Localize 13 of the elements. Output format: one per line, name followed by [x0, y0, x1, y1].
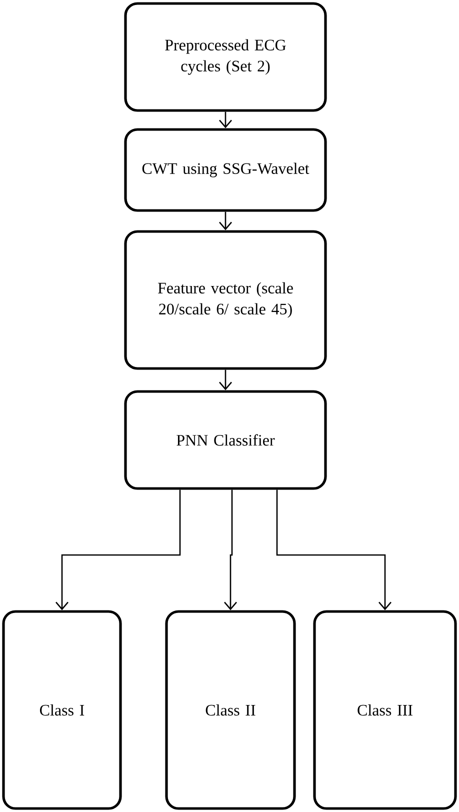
process-box: Class I [2, 610, 122, 810]
arrow [276, 490, 392, 610]
arrow [56, 490, 181, 610]
process-box: Feature vector (scale 20/scale 6/ scale 45) [124, 230, 327, 370]
process-box: PNN Classifier [124, 390, 327, 490]
arrow [219, 112, 232, 128]
arrow [219, 370, 232, 390]
process-box: Class II [165, 610, 296, 810]
process-box: CWT using SSG-Wavelet [124, 128, 327, 212]
process-box: Class III [313, 610, 457, 810]
process-box: Preprocessed ECG cycles (Set 2) [124, 2, 327, 112]
arrow [219, 212, 232, 230]
arrow [224, 490, 237, 610]
